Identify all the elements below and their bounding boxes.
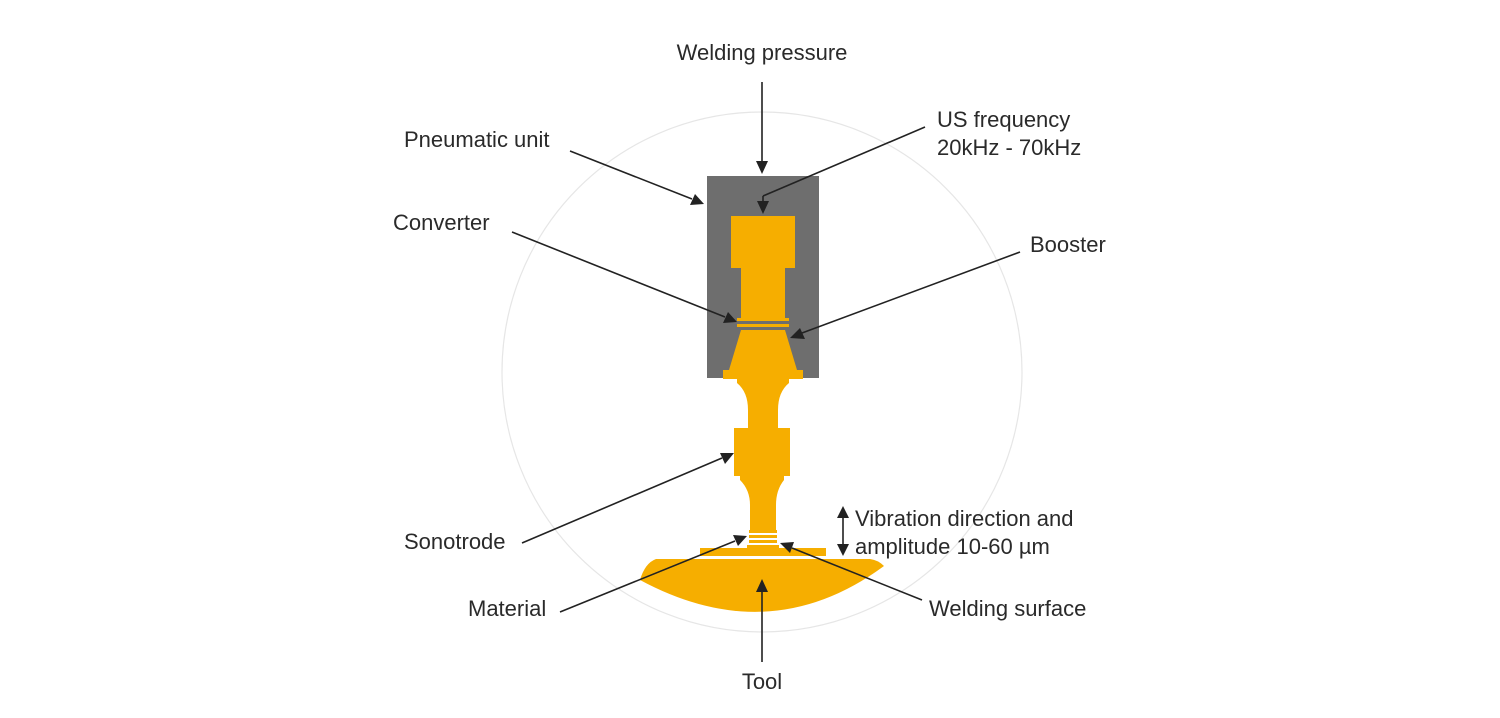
booster-taper (729, 330, 797, 370)
welding-surface-arrow-head (780, 542, 794, 553)
tool-label: Tool (742, 669, 782, 694)
sonotrode-lower-neck (740, 476, 784, 530)
us-frequency-label-line2: 20kHz - 70kHz (937, 135, 1081, 160)
material-label: Material (468, 596, 546, 621)
sonotrode-tip (749, 535, 777, 538)
welding-pressure-label: Welding pressure (677, 40, 848, 65)
vibration-label-line2: amplitude 10-60 µm (855, 534, 1050, 559)
sonotrode-label: Sonotrode (404, 529, 506, 554)
converter-leader-line (511, 231, 726, 318)
welding-surface-label: Welding surface (929, 596, 1086, 621)
booster-flange (737, 318, 789, 321)
sonotrode-leader-line (521, 457, 723, 544)
vibration-arrow-head-down (837, 544, 849, 556)
sonotrode-upper-neck (737, 379, 789, 428)
converter-block (731, 216, 795, 268)
us-frequency-label-line1: US frequency (937, 107, 1070, 132)
booster-flange-lower (737, 324, 789, 327)
material-leader-line (559, 540, 736, 613)
sonotrode-tip (749, 540, 777, 543)
welding-surface-leader-line (791, 547, 923, 601)
pneumatic-unit-leader-line (569, 150, 693, 200)
booster-leader-line (801, 251, 1021, 334)
welding-pressure-arrow-head (756, 161, 768, 174)
booster-arrow-head (790, 328, 805, 339)
booster-base (723, 370, 803, 379)
material-layer (700, 548, 826, 556)
converter-arrow-head (723, 312, 737, 323)
pneumatic-unit-label: Pneumatic unit (404, 127, 550, 152)
us-frequency-leader-line (762, 126, 926, 197)
us-frequency-arrow-head (757, 201, 769, 214)
pneumatic-unit-arrow-head (690, 194, 704, 205)
tool-arrow-head (756, 579, 768, 592)
converter-label: Converter (393, 210, 490, 235)
converter-neck (741, 268, 785, 318)
sonotrode-block (734, 428, 790, 476)
sonotrode-arrow-head (720, 453, 734, 464)
booster-label: Booster (1030, 232, 1106, 257)
material-arrow-head (733, 535, 747, 546)
vibration-label-line1: Vibration direction and (855, 506, 1074, 531)
sonotrode-tip (749, 530, 777, 533)
vibration-arrow-head-up (837, 506, 849, 518)
sonotrode-tip (747, 545, 779, 548)
